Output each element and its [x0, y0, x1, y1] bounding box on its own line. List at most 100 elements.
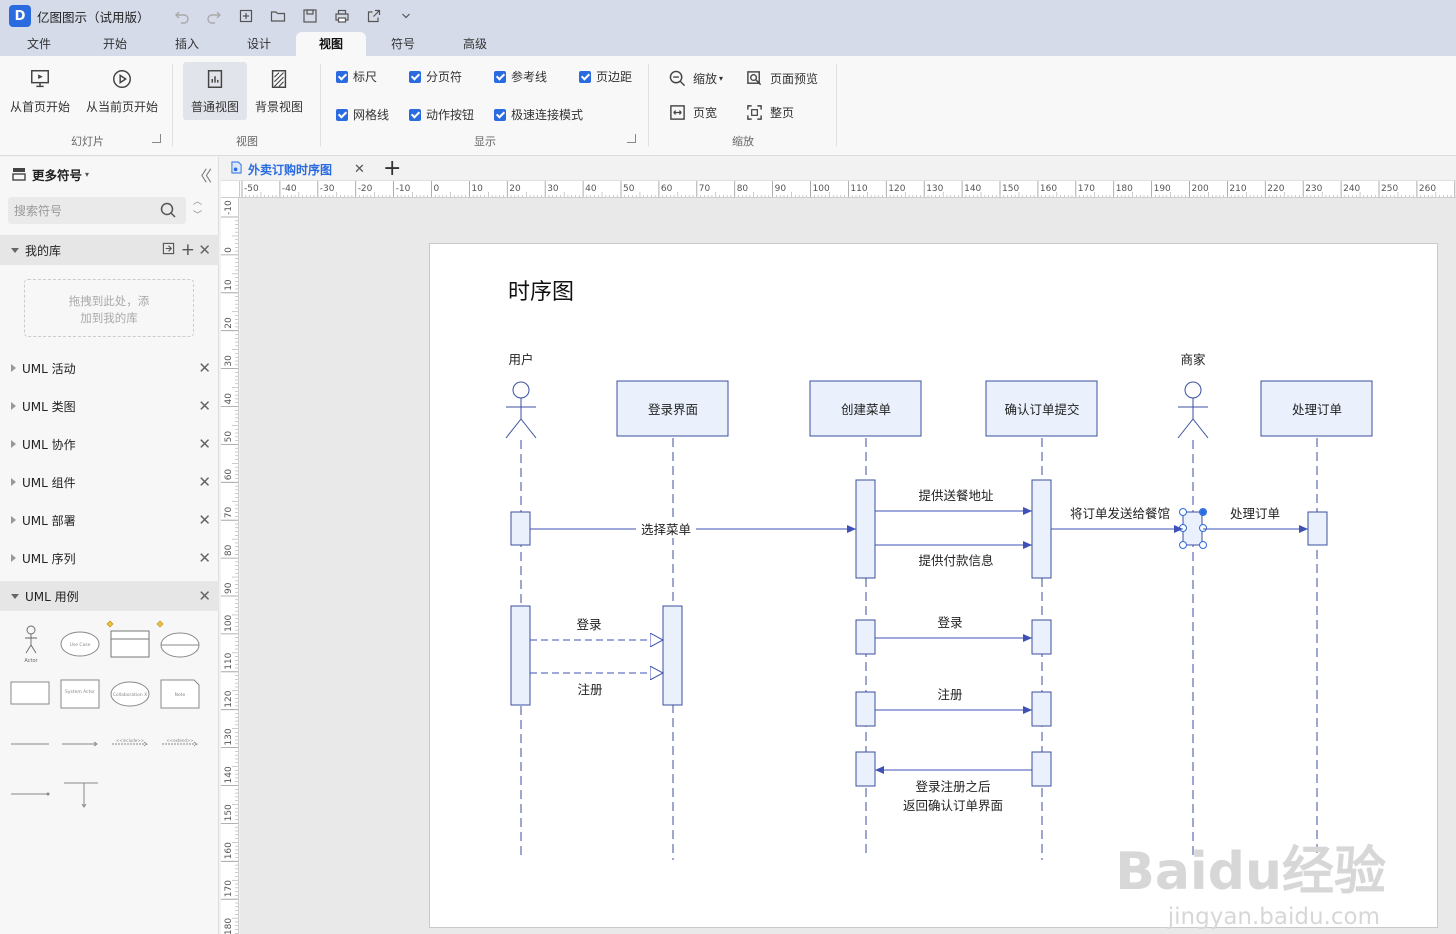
tab-design[interactable]: 设计 [246, 37, 271, 51]
ruler-tick-label: -10 [224, 200, 234, 215]
search-icon[interactable] [160, 202, 176, 221]
close-icon[interactable]: ✕ [198, 397, 211, 415]
close-icon[interactable]: ✕ [198, 511, 211, 529]
ruler-tick-label: 170 [224, 880, 234, 897]
grid-checkbox[interactable]: 网格线 [336, 106, 389, 123]
background-view-button[interactable]: 背景视图 [250, 62, 308, 120]
tab-symbols[interactable]: 符号 [390, 37, 415, 51]
collapse-panel-icon[interactable]: 〈〈 [192, 167, 211, 185]
my-library-drop-area[interactable]: 拖拽到此处，添 加到我的库 [24, 279, 194, 337]
close-icon[interactable]: ✕ [198, 359, 211, 377]
message-login-right-label: 登录 [937, 615, 962, 630]
add-icon[interactable]: + [180, 240, 195, 260]
rapid-connect-checkbox[interactable]: 极速连接模式 [494, 106, 583, 123]
ruler-tick-label: 210 [1229, 184, 1246, 194]
close-icon[interactable]: ✕ [198, 435, 211, 453]
ruler-corner [221, 181, 240, 198]
group-separator [836, 64, 837, 146]
library-uml-class[interactable]: UML 类图✕ [0, 391, 219, 421]
message-send-to-restaurant-label: 将订单发送给餐馆 [1070, 506, 1170, 521]
sequence-diagram[interactable]: 用户 商家 登录界面 创建菜单 确认订单提交 处理订单 [430, 244, 1439, 929]
selected-activation-bar [1179, 508, 1207, 549]
normal-view-button[interactable]: 普通视图 [183, 62, 247, 120]
margins-checkbox[interactable]: 页边距 [579, 68, 632, 85]
library-stack-icon [12, 167, 26, 181]
start-from-first-button[interactable]: 从首页开始 [6, 62, 74, 120]
lifeline-head-login [616, 380, 729, 437]
ruler-tick-label: 50 [224, 431, 234, 443]
document-tab[interactable]: 外卖订购时序图 ✕ [231, 157, 365, 181]
use-case-shapes-grid[interactable]: Actor Use Case System Actor Collaboratio… [0, 617, 219, 817]
fit-width-icon [668, 103, 686, 121]
add-tab-icon[interactable]: + [383, 156, 402, 181]
slideshow-launcher-icon[interactable] [152, 134, 161, 143]
ruler-tick-label: 200 [1192, 184, 1209, 194]
group-label-zoom: 缩放 [732, 135, 754, 148]
ruler-tick-label: -50 [244, 184, 259, 194]
close-icon[interactable]: ✕ [198, 587, 211, 605]
ruler-tick-label: 180 [1116, 184, 1133, 194]
guides-checkbox[interactable]: 参考线 [494, 68, 547, 85]
diagram-title[interactable]: 时序图 [508, 280, 575, 305]
whole-page-button[interactable]: 整页 [745, 103, 794, 121]
more-symbols-dropdown[interactable]: 更多符号 [32, 167, 83, 183]
ruler-tick-label: 120 [224, 690, 234, 707]
lifeline-create-menu-label: 创建菜单 [841, 402, 891, 417]
use-case-shape [60, 631, 100, 657]
tab-home[interactable]: 开始 [102, 37, 127, 51]
lifeline-confirm-order-label: 确认订单提交 [1004, 402, 1079, 417]
page-preview-button[interactable]: 页面预览 [745, 69, 818, 87]
display-launcher-icon[interactable] [627, 134, 636, 143]
page-break-checkbox[interactable]: 分页符 [409, 68, 462, 85]
open-folder-icon[interactable] [268, 6, 288, 26]
tab-advanced[interactable]: 高级 [462, 37, 487, 51]
start-from-current-button[interactable]: 从当前页开始 [82, 62, 162, 120]
tab-file[interactable]: 文件 [26, 37, 51, 51]
dependency-line [64, 782, 98, 808]
print-icon[interactable] [332, 6, 352, 26]
drawing-canvas[interactable]: 时序图 用户 [240, 198, 1456, 934]
message-return-label-1: 登录注册之后 [915, 779, 990, 794]
zoom-dropdown[interactable]: 缩放 ▾ [668, 69, 723, 87]
symbol-search-input[interactable]: 搜索符号 [8, 197, 186, 224]
close-icon[interactable]: ✕ [198, 549, 211, 567]
rotate-handle-icon [1200, 509, 1206, 515]
collapsed-arrow-icon [11, 516, 16, 524]
library-uml-component[interactable]: UML 组件✕ [0, 467, 219, 497]
tab-insert[interactable]: 插入 [174, 37, 199, 51]
page-width-button[interactable]: 页宽 [668, 103, 717, 121]
library-uml-sequence[interactable]: UML 序列✕ [0, 543, 219, 573]
activation-bar [662, 605, 683, 706]
diagram-page[interactable]: 时序图 用户 [429, 243, 1438, 928]
ruler-tick-label: 40 [224, 393, 234, 405]
library-uml-activity[interactable]: UML 活动✕ [0, 353, 219, 383]
undo-icon[interactable] [172, 6, 192, 26]
action-button-checkbox[interactable]: 动作按钮 [409, 106, 474, 123]
ruler-checkbox[interactable]: 标尺 [336, 68, 377, 85]
checkbox-checked-icon [409, 70, 421, 83]
tab-view[interactable]: 视图 [296, 32, 366, 56]
chevron-down-icon[interactable]: ▾ [85, 169, 90, 179]
export-icon[interactable] [364, 6, 384, 26]
library-uml-deployment[interactable]: UML 部署✕ [0, 505, 219, 535]
save-icon[interactable] [300, 6, 320, 26]
new-page-icon[interactable] [236, 6, 256, 26]
close-icon[interactable]: ✕ [198, 473, 211, 491]
library-uml-collaboration[interactable]: UML 协作✕ [0, 429, 219, 459]
close-icon[interactable]: ✕ [198, 241, 211, 259]
library-my-library[interactable]: 我的库 + ✕ [0, 235, 219, 265]
redo-icon[interactable] [204, 6, 224, 26]
message-register-right-label: 注册 [937, 687, 962, 702]
ruler-tick-label: 100 [813, 184, 830, 194]
customize-dropdown-icon[interactable] [396, 6, 416, 26]
activation-bar [1031, 619, 1052, 655]
search-scroll-arrows[interactable]: ︿﹀ [193, 197, 203, 221]
library-uml-use-case[interactable]: UML 用例✕ [0, 581, 219, 611]
close-tab-icon[interactable]: ✕ [354, 161, 365, 177]
preview-icon [745, 69, 763, 87]
import-icon[interactable] [162, 242, 175, 258]
ruler-tick-label: 250 [1381, 184, 1398, 194]
collaboration-x-shape [110, 681, 150, 707]
